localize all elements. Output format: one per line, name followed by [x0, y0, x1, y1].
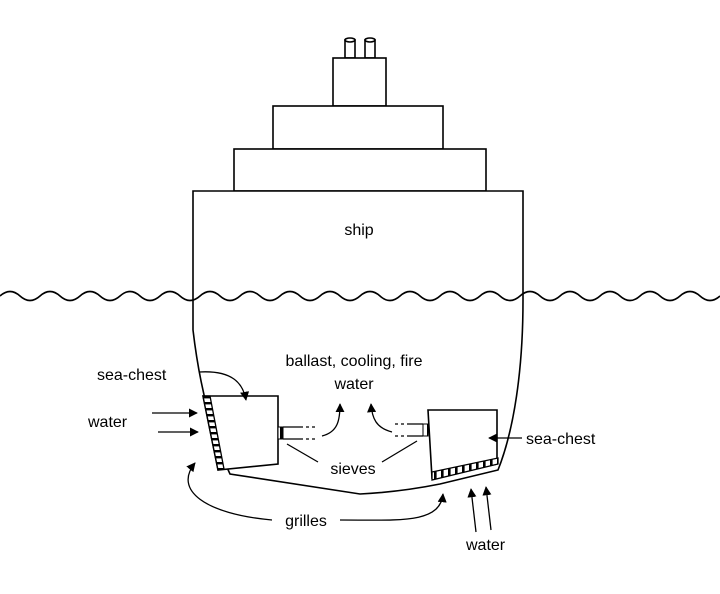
sea-chest-right-box — [395, 409, 499, 481]
water-left-label: water — [87, 414, 128, 431]
flow-arrow-right — [367, 403, 393, 433]
water-arrow-bottom-2 — [482, 486, 492, 531]
sea-chest-left-label: sea-chest — [97, 367, 167, 384]
sieves-label: sieves — [330, 461, 375, 478]
sieves-pointer-right — [381, 440, 418, 463]
sieve-right — [422, 423, 429, 437]
ballast-label-line1: ballast, cooling, fire — [286, 353, 423, 370]
grilles-pointer-left — [186, 462, 273, 521]
sea-chest-left-pointer — [198, 371, 250, 401]
grille-left — [202, 395, 225, 471]
lower-deck-house — [233, 148, 487, 192]
sieves-pointer-left — [286, 443, 319, 463]
grilles-label: grilles — [285, 513, 327, 530]
sea-chest-right-label: sea-chest — [526, 431, 596, 448]
grille-right — [431, 457, 499, 481]
sieve-left — [277, 426, 284, 440]
sea-chest-left-box — [202, 395, 318, 471]
water-arrow-bottom-1 — [467, 488, 477, 533]
ballast-label-line2: water — [333, 376, 374, 393]
waterline-wave — [0, 290, 720, 302]
funnel-block — [332, 57, 387, 107]
flow-arrow-left — [321, 403, 345, 437]
funnel-pipes — [344, 37, 376, 59]
grilles-pointer-right — [339, 493, 447, 521]
water-bottom-label: water — [465, 537, 506, 554]
upper-deck-house — [272, 105, 444, 150]
ship-label: ship — [344, 222, 373, 239]
